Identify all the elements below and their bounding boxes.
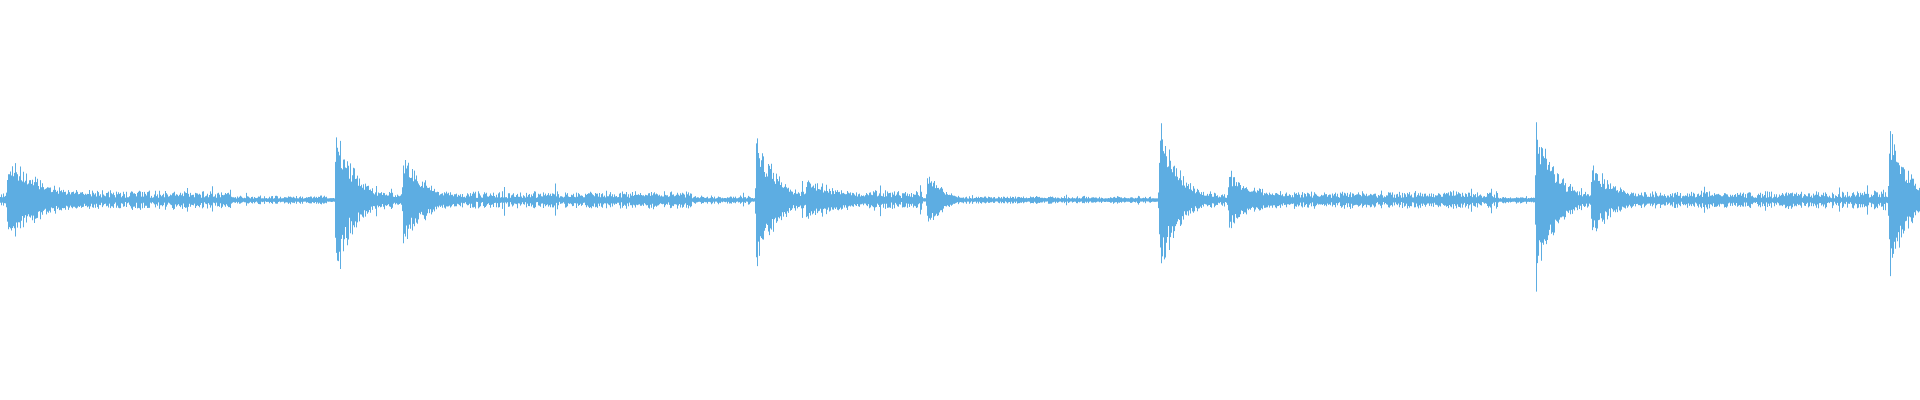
waveform-bars	[0, 122, 1920, 292]
